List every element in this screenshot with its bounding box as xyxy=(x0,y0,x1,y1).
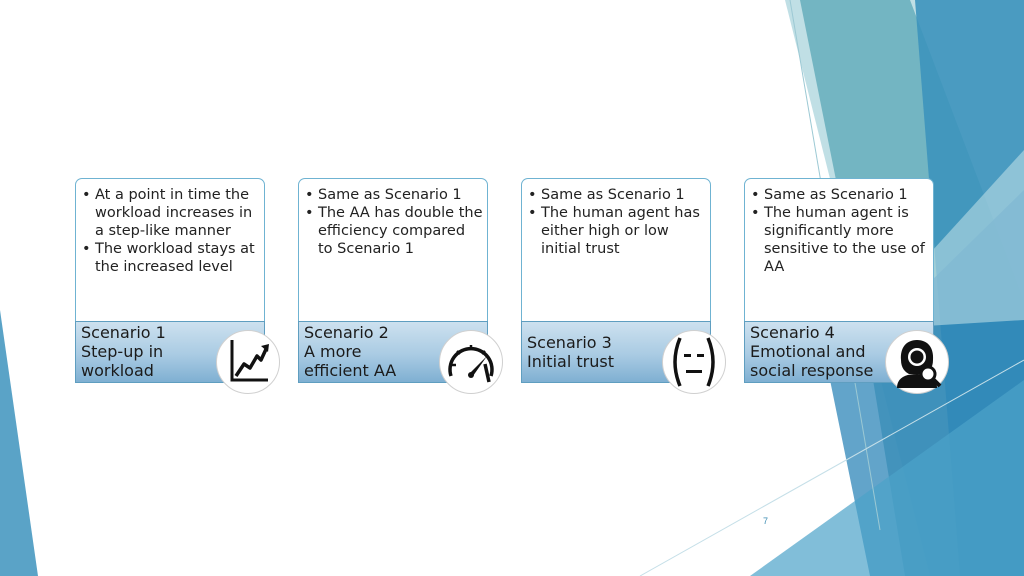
bullet-list: Same as Scenario 1 The human agent is si… xyxy=(745,179,933,276)
bullet-item: Same as Scenario 1 xyxy=(528,186,706,204)
scenario-title: Scenario 4 xyxy=(750,323,835,342)
scenario-card-1-description: At a point in time the workload increase… xyxy=(75,178,265,321)
person-search-icon xyxy=(885,330,949,394)
scenario-subtitle-line: efficient AA xyxy=(304,361,397,380)
scenario-card-4: Same as Scenario 1 The human agent is si… xyxy=(744,178,949,394)
scenario-subtitle-line: Emotional and xyxy=(750,342,866,361)
scenario-subtitle-line: Initial trust xyxy=(527,352,614,371)
bullet-item: The human agent has either high or low i… xyxy=(528,204,706,258)
bullet-item: The human agent is significantly more se… xyxy=(751,204,929,276)
scenario-subtitle-line: A more xyxy=(304,342,362,361)
bullet-item: The workload stays at the increased leve… xyxy=(82,240,260,276)
scenario-card-2-description: Same as Scenario 1 The AA has double the… xyxy=(298,178,488,321)
neutral-face-icon xyxy=(662,330,726,394)
bullet-item: The AA has double the efficiency compare… xyxy=(305,204,483,258)
scenario-card-2: Same as Scenario 1 The AA has double the… xyxy=(298,178,503,394)
bullet-item: At a point in time the workload increase… xyxy=(82,186,260,240)
scenario-title: Scenario 2 xyxy=(304,323,389,342)
scenario-subtitle-line: workload xyxy=(81,361,154,380)
scenario-subtitle-line: social response xyxy=(750,361,874,380)
speedometer-icon xyxy=(439,330,503,394)
bullet-list: At a point in time the workload increase… xyxy=(76,179,264,276)
bullet-item: Same as Scenario 1 xyxy=(305,186,483,204)
scenario-card-3: Same as Scenario 1 The human agent has e… xyxy=(521,178,726,394)
page-number: 7 xyxy=(763,516,769,526)
scenario-title: Scenario 3 xyxy=(527,333,612,352)
scenario-card-3-description: Same as Scenario 1 The human agent has e… xyxy=(521,178,711,321)
bullet-list: Same as Scenario 1 The human agent has e… xyxy=(522,179,710,258)
scenario-card-4-description: Same as Scenario 1 The human agent is si… xyxy=(744,178,934,321)
bullet-item: Same as Scenario 1 xyxy=(751,186,929,204)
bullet-list: Same as Scenario 1 The AA has double the… xyxy=(299,179,487,258)
scenario-title: Scenario 1 xyxy=(81,323,166,342)
scenario-card-1: At a point in time the workload increase… xyxy=(75,178,280,394)
scenario-subtitle-line: Step-up in xyxy=(81,342,164,361)
trending-up-chart-icon xyxy=(216,330,280,394)
